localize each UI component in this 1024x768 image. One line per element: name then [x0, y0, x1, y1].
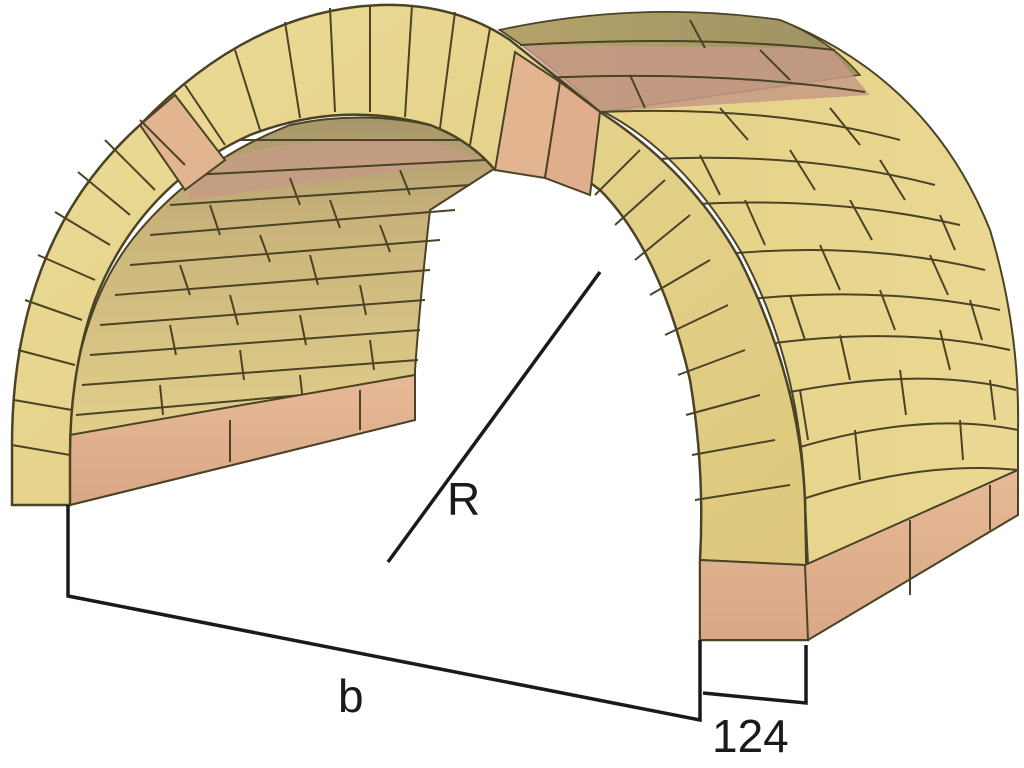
radius-dimension: R — [386, 270, 602, 564]
outer-vault-surface — [497, 11, 1020, 567]
arch-front-face — [10, 3, 810, 642]
thickness-dimension: 124 — [702, 645, 808, 762]
thickness-label: 124 — [712, 710, 789, 762]
span-label: b — [338, 670, 364, 722]
radius-label: R — [447, 473, 480, 525]
span-dimension: b — [66, 505, 702, 723]
